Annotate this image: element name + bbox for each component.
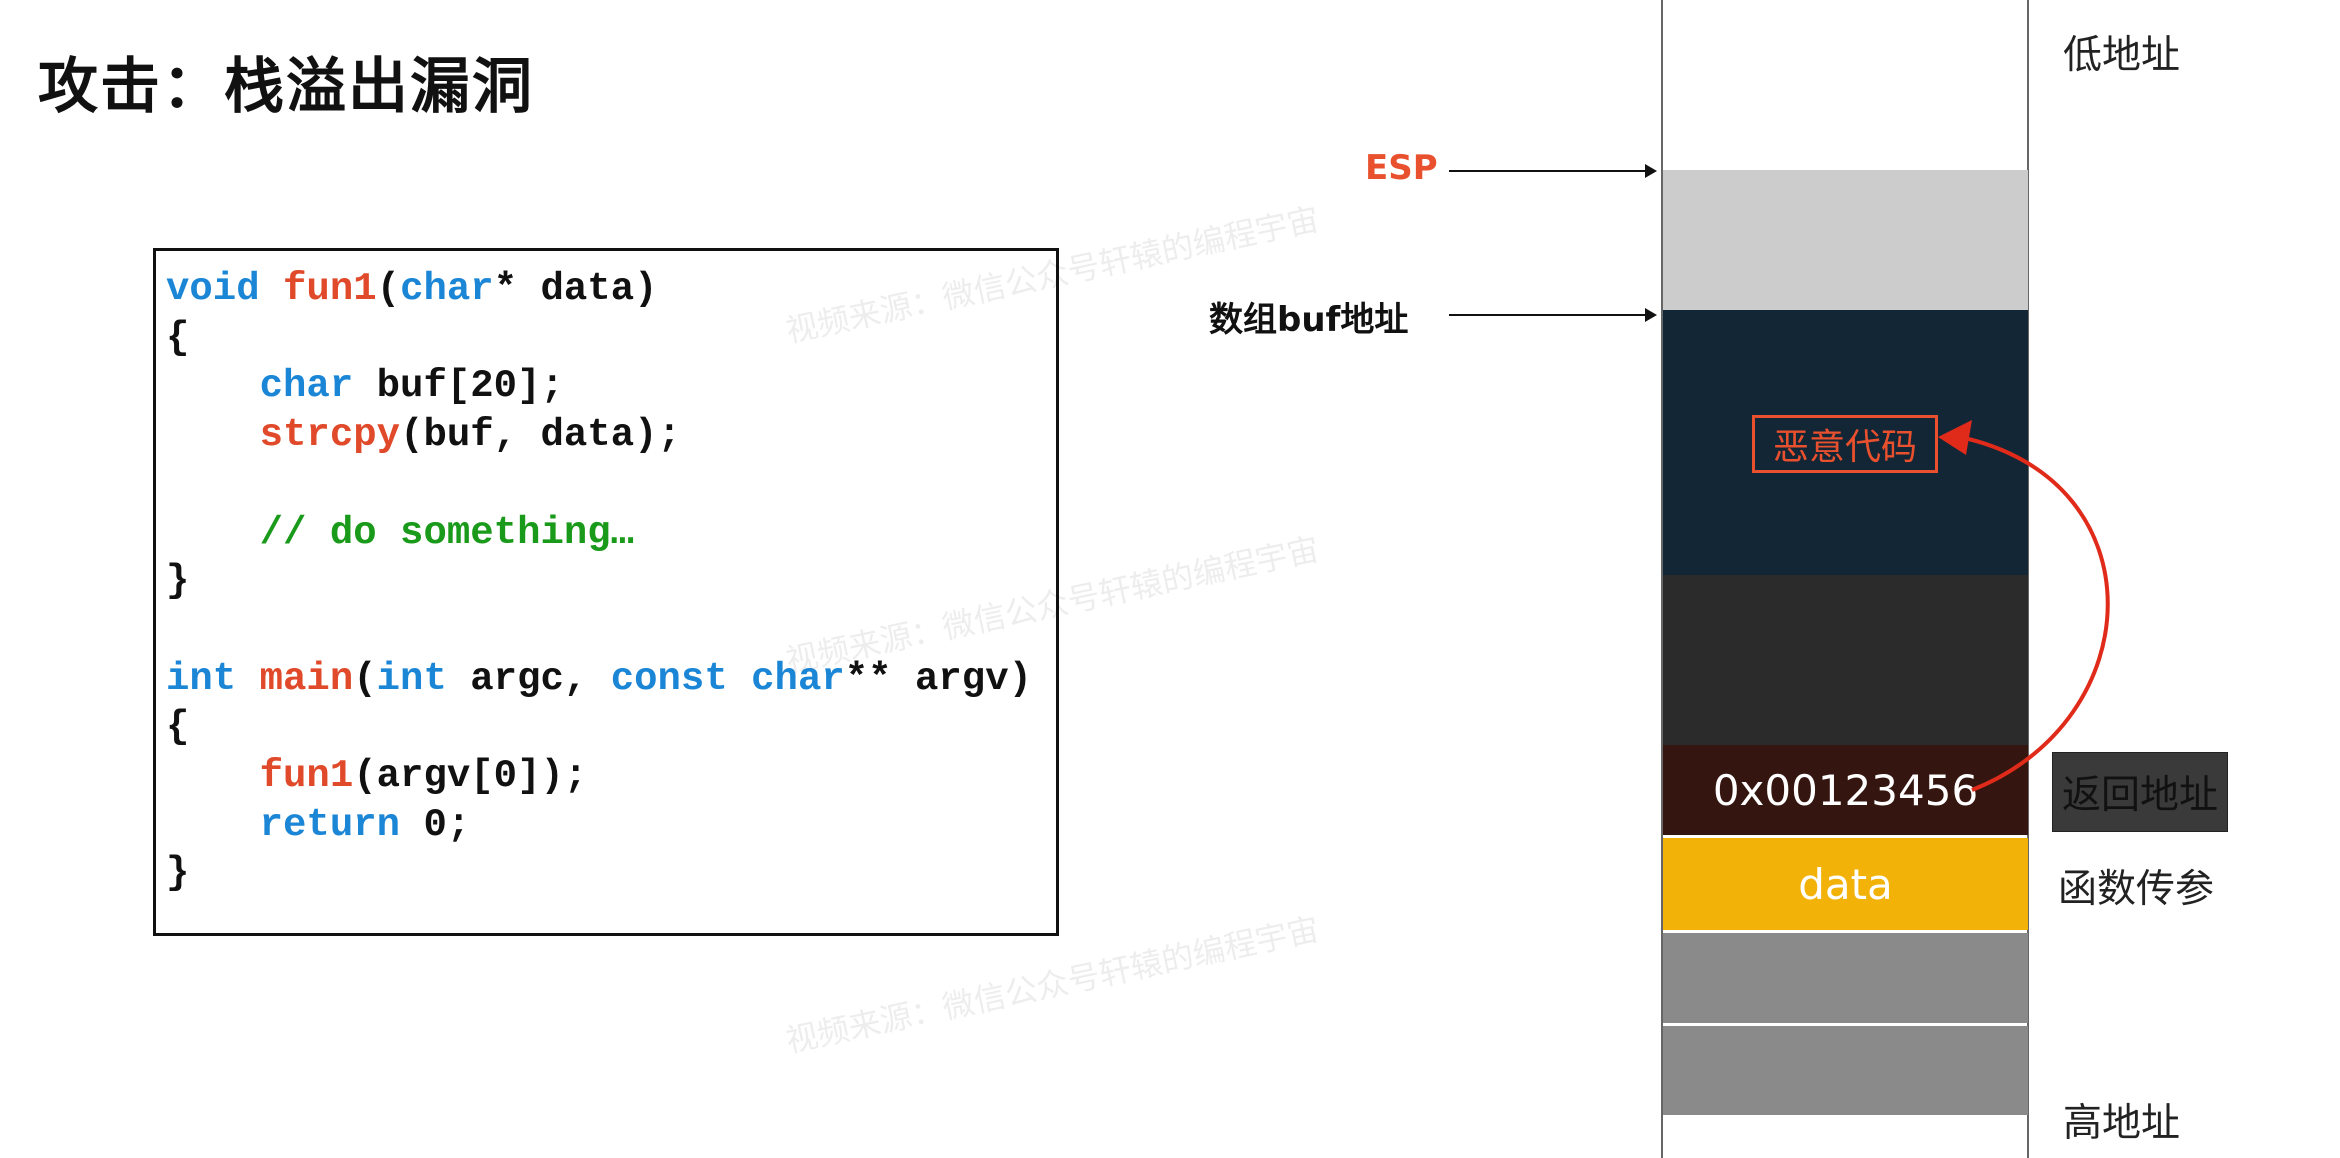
- code-token: (buf, data);: [400, 413, 681, 458]
- code-line: {: [166, 705, 190, 750]
- esp-label: ESP: [1365, 148, 1438, 188]
- code-token: strcpy: [259, 413, 401, 458]
- code-block: void fun1(char* data){ char buf[20]; str…: [153, 248, 1059, 936]
- stack-slot-esp: [1663, 170, 2028, 310]
- code-token: fun1: [283, 267, 377, 311]
- param-label: 函数传参: [2058, 867, 2215, 912]
- code-token: (: [376, 267, 401, 311]
- code-line: return 0;: [259, 802, 471, 847]
- code-token: char: [259, 364, 354, 409]
- stack-slot-saved: [1663, 575, 2028, 745]
- code-line: }: [166, 851, 190, 896]
- stack-right-border: [2027, 0, 2029, 1158]
- code-line: strcpy(buf, data);: [166, 411, 1032, 460]
- stack-slot-return: 0x00123456: [1663, 745, 2028, 835]
- code-line: void fun1(char* data): [166, 265, 1032, 314]
- malicious-code-label: 恶意代码: [1752, 415, 1938, 473]
- return-address-label: 返回地址: [2052, 752, 2228, 832]
- code-text: void fun1(char* data){ char buf[20]; str…: [166, 265, 1032, 898]
- code-token: buf[20];: [353, 364, 564, 409]
- code-token: char: [400, 267, 494, 311]
- code-line: {: [166, 315, 190, 360]
- stack-slot: [1663, 933, 2028, 1023]
- buf-address-label: 数组buf地址: [1209, 300, 1409, 340]
- stack-left-border: [1661, 0, 1663, 1158]
- code-token: * data): [493, 267, 658, 311]
- high-address-label: 高地址: [2063, 1101, 2181, 1146]
- code-line: fun1(argv[0]);: [259, 754, 588, 799]
- stack-slot-data: data: [1663, 838, 2028, 930]
- code-line: int main(int argc, const char** argv): [166, 656, 1032, 701]
- page-title: 攻击：栈溢出漏洞: [38, 52, 534, 122]
- code-line: }: [166, 559, 190, 604]
- buf-address-arrow: [1449, 308, 1657, 322]
- code-token: void: [166, 267, 260, 311]
- esp-arrow: [1449, 164, 1657, 178]
- code-line: // do something…: [166, 509, 1032, 558]
- stack-slot: [1663, 1026, 2028, 1115]
- low-address-label: 低地址: [2063, 33, 2181, 78]
- code-line: char buf[20];: [166, 362, 1032, 411]
- code-comment: // do something…: [259, 510, 635, 555]
